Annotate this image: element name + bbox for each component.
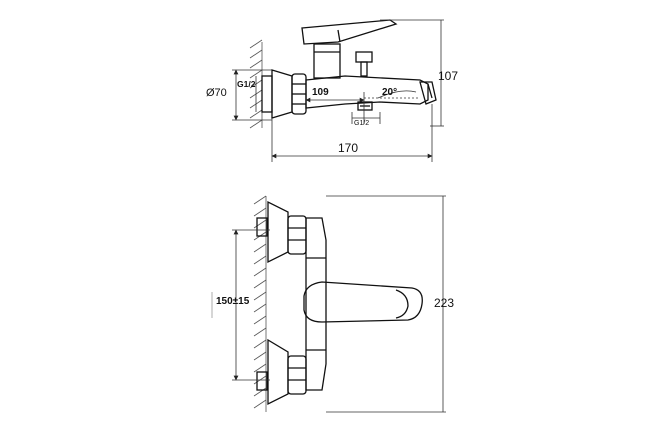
front-lever-handle (303, 281, 423, 323)
side-diverter-stem (360, 61, 368, 77)
front-upper-inlet (256, 217, 268, 237)
side-diameter-label: Ø70 (206, 87, 227, 99)
side-flange (271, 69, 293, 119)
side-body (305, 75, 429, 109)
side-inlet-pipe (261, 75, 273, 113)
side-offset-label: 109 (312, 87, 329, 98)
front-upper-flange (267, 200, 289, 264)
side-view-dimensions (232, 19, 444, 162)
side-angle-label: 20° (382, 87, 397, 98)
front-lower-nut (287, 355, 307, 395)
front-upper-nut (287, 215, 307, 255)
front-view-dimensions (232, 195, 446, 413)
side-view (249, 19, 437, 129)
side-bottom-outlet (357, 101, 373, 111)
side-lever-handle (301, 19, 398, 45)
side-cartridge (313, 43, 341, 79)
front-lever-tip (395, 289, 409, 319)
side-thread-left-label: G1/2 (237, 79, 256, 89)
front-lower-inlet (256, 371, 268, 391)
side-thread-bottom-label: G1/2 (354, 120, 369, 127)
side-spout-tip (419, 81, 437, 105)
front-spacing-label: 150±15 (216, 296, 250, 307)
front-body (305, 217, 327, 391)
front-view (253, 195, 423, 412)
front-view-wall-hatch (253, 195, 267, 412)
side-height-label: 107 (438, 69, 458, 83)
front-lower-flange (267, 338, 289, 406)
front-height-label: 223 (434, 296, 454, 310)
side-length-label: 170 (338, 141, 358, 155)
side-diverter-knob (355, 51, 373, 63)
